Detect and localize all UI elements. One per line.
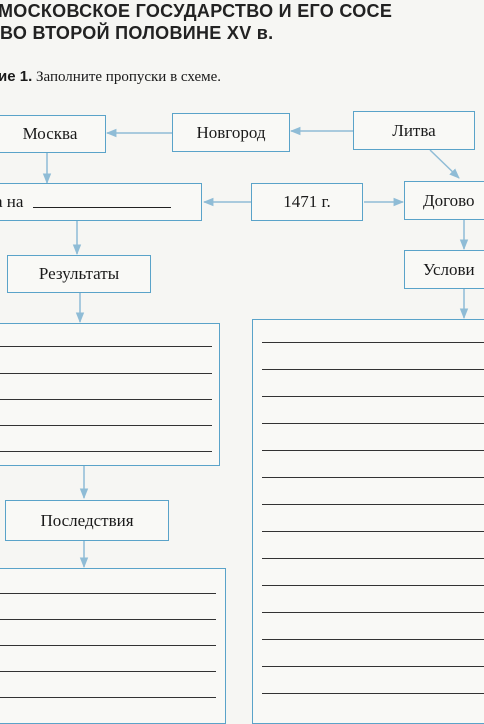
box-moskva: Москва (0, 115, 106, 153)
writing-line[interactable] (262, 666, 484, 667)
box-posledstviya: Последствия (5, 500, 169, 541)
writing-line[interactable] (0, 373, 212, 374)
writing-line[interactable] (0, 619, 216, 620)
writing-line[interactable] (262, 342, 484, 343)
writing-line[interactable] (0, 645, 216, 646)
writing-line[interactable] (262, 639, 484, 640)
writing-line[interactable] (262, 477, 484, 478)
writing-line[interactable] (262, 531, 484, 532)
writing-line[interactable] (262, 369, 484, 370)
box-pokhod: а на (0, 183, 202, 221)
panel-usloviya-lines[interactable] (252, 319, 484, 724)
writing-line[interactable] (0, 399, 212, 400)
box-year: 1471 г. (251, 183, 363, 221)
writing-line[interactable] (262, 558, 484, 559)
panel-posledstviya-lines[interactable] (0, 568, 226, 724)
writing-line[interactable] (0, 697, 216, 698)
box-rezultaty: Результаты (7, 255, 151, 293)
task-text: Заполните пропуски в схеме. (36, 69, 222, 85)
panel-rezultaty-lines[interactable] (0, 323, 220, 466)
box-litva: Литва (353, 111, 475, 150)
writing-line[interactable] (0, 671, 216, 672)
task-instruction: ие 1. Заполните пропуски в схеме. (0, 68, 221, 86)
task-number: ие 1. (0, 68, 33, 85)
writing-line[interactable] (0, 451, 212, 452)
section-heading-line2: ВО ВТОРОЙ ПОЛОВИНЕ XV в. (0, 23, 274, 43)
box-rezultaty-label: Результаты (38, 264, 120, 283)
blank-fill-line[interactable] (33, 197, 172, 208)
box-year-label: 1471 г. (283, 192, 331, 211)
box-dogovor: Догово (404, 181, 484, 220)
arrow-litva-to-dogovor (429, 149, 460, 179)
box-novgorod-label: Новгород (196, 122, 266, 142)
writing-line[interactable] (262, 396, 484, 397)
box-pokhod-label: а на (0, 192, 24, 211)
writing-line[interactable] (262, 423, 484, 424)
writing-line[interactable] (262, 693, 484, 694)
box-usloviya-label: Услови (423, 259, 475, 279)
writing-line[interactable] (0, 346, 212, 347)
box-moskva-label: Москва (22, 124, 78, 143)
writing-line[interactable] (0, 593, 216, 594)
box-posledstviya-label: Последствия (40, 510, 134, 530)
section-heading-line1: МОСКОВСКОЕ ГОСУДАРСТВО И ЕГО СОСЕ (0, 1, 393, 21)
section-heading: МОСКОВСКОЕ ГОСУДАРСТВО И ЕГО СОСЕ ВО ВТО… (0, 0, 392, 44)
writing-line[interactable] (262, 585, 484, 586)
box-dogovor-label: Догово (423, 190, 475, 210)
writing-line[interactable] (262, 450, 484, 451)
box-novgorod: Новгород (172, 113, 290, 152)
writing-line[interactable] (0, 425, 212, 426)
writing-line[interactable] (262, 612, 484, 613)
box-litva-label: Литва (392, 120, 436, 140)
box-usloviya: Услови (404, 250, 484, 289)
writing-line[interactable] (262, 504, 484, 505)
